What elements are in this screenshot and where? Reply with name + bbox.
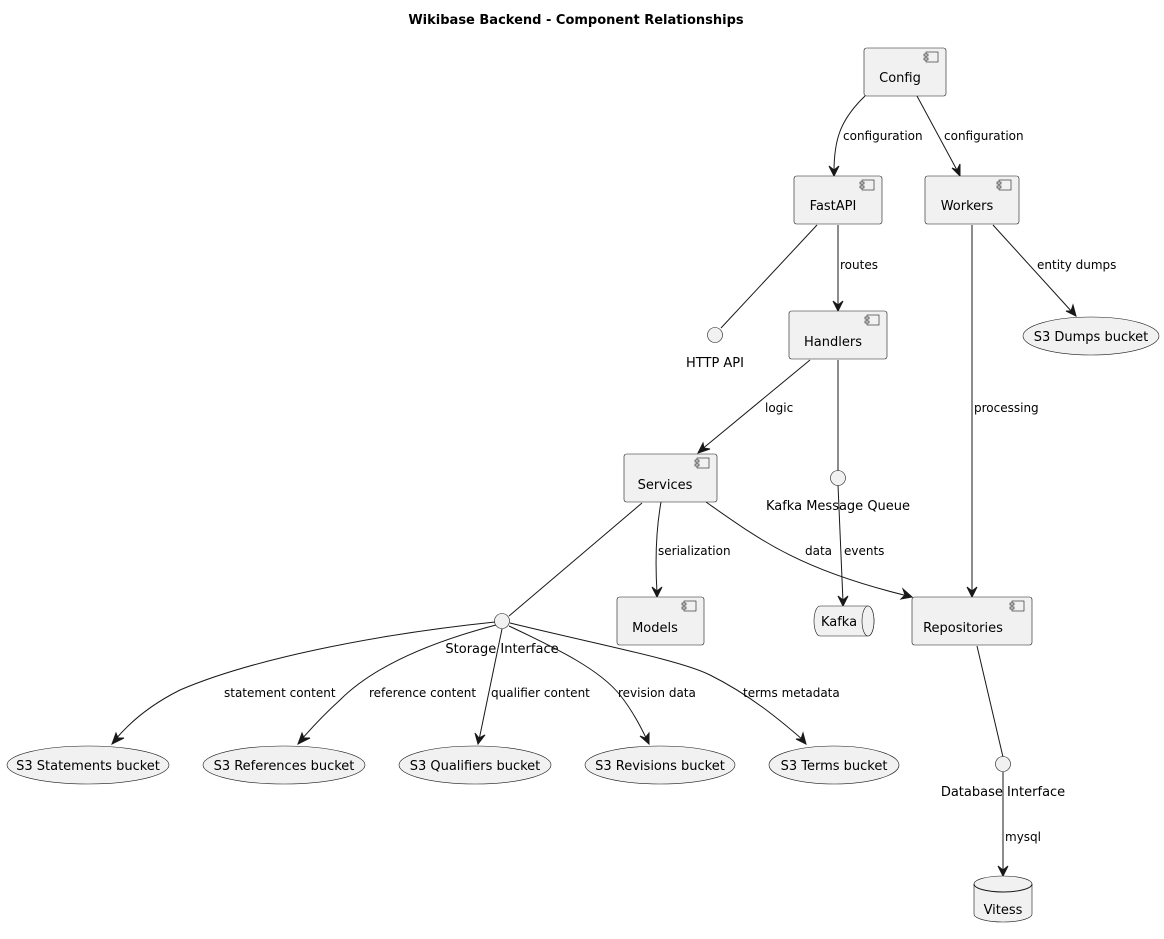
component-icon	[864, 314, 880, 326]
component-label: Repositories	[923, 621, 1003, 636]
interface-circle-icon	[830, 470, 846, 486]
edge-storage-qualifiers: qualifier content	[474, 628, 590, 746]
edge-database-vitess: mysql	[997, 772, 1041, 878]
edge-storage-terms: terms metadata	[509, 622, 840, 745]
storage-label: S3 Qualifiers bucket	[410, 759, 541, 774]
edge-workers-dumps: entity dumps	[992, 224, 1116, 317]
edge-label: routes	[840, 258, 878, 272]
storage-label: S3 Dumps bucket	[1034, 330, 1149, 345]
edge-storage-statements: statement content	[111, 621, 496, 746]
interface-label: Storage Interface	[445, 642, 558, 657]
edge-storage-revisions: revision data	[508, 625, 696, 746]
edge-repositories-database	[976, 645, 1004, 758]
edge-handlers-services: logic	[697, 359, 811, 454]
edge-label: configuration	[843, 129, 923, 143]
edge-label: events	[844, 544, 884, 558]
component-label: Handlers	[804, 335, 862, 350]
interface-kafka-message-queue[interactable]: Kafka Message Queue	[766, 470, 910, 515]
component-icon	[1009, 600, 1025, 612]
queue-kafka[interactable]: Kafka	[813, 605, 875, 637]
edge-label: qualifier content	[491, 686, 590, 700]
interface-http-api[interactable]: HTTP API	[686, 327, 744, 372]
edge-label: entity dumps	[1037, 258, 1116, 272]
interface-circle-icon	[494, 613, 510, 629]
interface-label: Kafka Message Queue	[766, 499, 910, 514]
edge-fastapi-http-api	[720, 224, 818, 329]
component-config[interactable]: Config	[863, 47, 947, 97]
edge-fastapi-handlers: routes	[832, 225, 878, 313]
component-workers[interactable]: Workers	[924, 175, 1020, 225]
component-icon	[694, 457, 710, 469]
edge-label: configuration	[944, 129, 1024, 143]
edge-label: data	[805, 544, 832, 558]
edge-config-workers: configuration	[916, 95, 1024, 178]
storage-s3-statements-bucket[interactable]: S3 Statements bucket	[6, 745, 170, 785]
component-label: Workers	[941, 199, 994, 214]
edge-storage-references: reference content	[297, 624, 497, 746]
interface-database[interactable]: Database Interface	[941, 756, 1065, 801]
interface-storage[interactable]: Storage Interface	[445, 613, 559, 658]
edge-label: logic	[765, 401, 793, 415]
edge-label: processing	[974, 401, 1039, 415]
edge-label: statement content	[224, 686, 336, 700]
component-services[interactable]: Services	[623, 453, 718, 503]
interface-circle-icon	[707, 327, 723, 343]
storage-s3-references-bucket[interactable]: S3 References bucket	[202, 745, 366, 785]
database-vitess[interactable]: Vitess	[973, 875, 1033, 923]
interface-label: Database Interface	[941, 785, 1065, 800]
component-fastapi[interactable]: FastAPI	[793, 175, 883, 225]
storage-s3-revisions-bucket[interactable]: S3 Revisions bucket	[584, 745, 736, 785]
component-handlers[interactable]: Handlers	[788, 310, 888, 360]
edge-label: mysql	[1005, 830, 1041, 844]
queue-end-icon	[861, 605, 875, 637]
edge-config-fastapi: configuration	[828, 95, 923, 178]
diagram-title: Wikibase Backend - Component Relationshi…	[408, 13, 744, 28]
component-label: Config	[879, 71, 921, 86]
component-icon	[859, 179, 875, 191]
storage-s3-terms-bucket[interactable]: S3 Terms bucket	[768, 745, 900, 785]
component-label: FastAPI	[810, 199, 857, 214]
component-label: Services	[638, 478, 693, 493]
component-models[interactable]: Models	[616, 596, 705, 646]
database-label: Vitess	[984, 903, 1023, 918]
component-icon	[681, 600, 697, 612]
edge-label: reference content	[369, 686, 476, 700]
storage-s3-qualifiers-bucket[interactable]: S3 Qualifiers bucket	[398, 745, 552, 785]
edge-services-storage	[508, 502, 643, 617]
edge-label: serialization	[658, 544, 731, 558]
component-label: Models	[632, 621, 678, 636]
storage-label: S3 Terms bucket	[781, 759, 888, 774]
interface-label: HTTP API	[686, 356, 744, 371]
edge-label: terms metadata	[743, 686, 840, 700]
edge-label: revision data	[618, 686, 696, 700]
component-icon	[996, 179, 1012, 191]
storage-label: S3 Statements bucket	[16, 759, 160, 774]
storage-s3-dumps-bucket[interactable]: S3 Dumps bucket	[1022, 316, 1160, 356]
interface-circle-icon	[995, 756, 1011, 772]
edge-services-repositories: data	[705, 501, 914, 600]
storage-label: S3 Revisions bucket	[595, 759, 725, 774]
edge-workers-repositories: processing	[966, 225, 1039, 599]
storage-label: S3 References bucket	[214, 759, 355, 774]
edge-kafka-mq-kafka: events	[837, 484, 884, 608]
queue-label: Kafka	[821, 615, 857, 630]
component-icon	[923, 51, 939, 63]
component-repositories[interactable]: Repositories	[911, 596, 1033, 646]
edge-services-models: serialization	[651, 501, 731, 599]
